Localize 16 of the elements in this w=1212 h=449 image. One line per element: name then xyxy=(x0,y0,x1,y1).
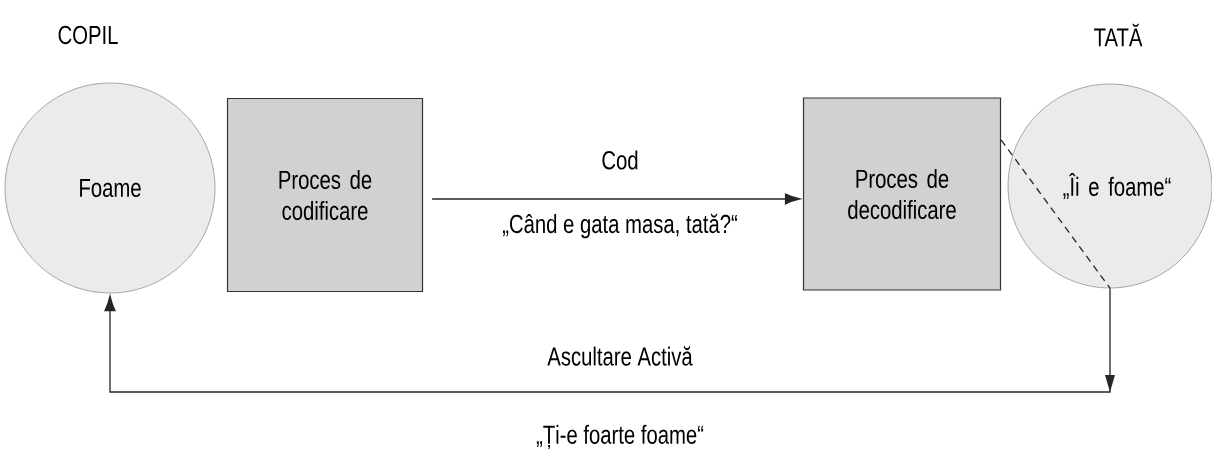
node-text: „Îi e foame“ xyxy=(1063,172,1171,199)
process-box xyxy=(802,97,1002,291)
node-text: Proces de codificare xyxy=(279,169,372,221)
arrow xyxy=(104,287,1115,393)
node-text: Proces de decodificare xyxy=(848,168,956,220)
circle-node xyxy=(4,82,216,294)
arrow xyxy=(431,193,801,205)
quote-text: „Când e gata masa, tată?“ xyxy=(502,213,738,239)
node-caption: TATĂ xyxy=(1094,23,1143,47)
quote-text: „Ți-e foarte foame“ xyxy=(536,424,704,449)
node-caption: COPIL xyxy=(58,25,118,45)
circle-node xyxy=(1007,83,1212,289)
edge-label: Cod xyxy=(602,150,638,170)
node-text: Foame xyxy=(80,178,141,198)
edge-label: Ascultare Activă xyxy=(547,346,693,366)
process-box xyxy=(226,97,424,293)
